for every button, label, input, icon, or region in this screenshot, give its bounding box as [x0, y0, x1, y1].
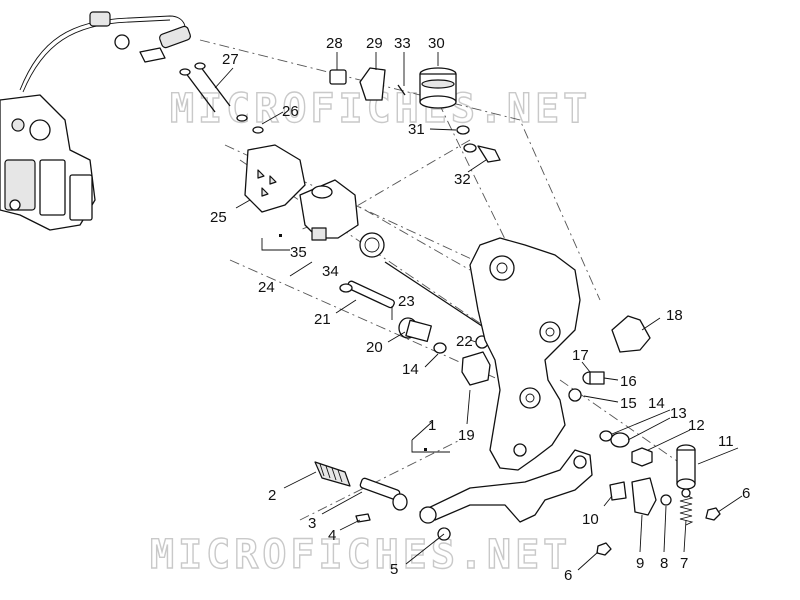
bushing-20 — [398, 317, 432, 343]
callout-16: 16 — [620, 373, 637, 390]
callout-6b: 6 — [564, 567, 572, 584]
push-rod — [384, 261, 489, 331]
washer-26 — [236, 114, 264, 134]
group-bracket-1 — [411, 440, 450, 453]
callout-labels: 1 2 3 4 5 6 6 7 8 9 10 11 12 13 14 14 15… — [210, 35, 750, 584]
callout-7: 7 — [680, 555, 688, 572]
watermark-bottom: MICROFICHES.NET — [150, 532, 571, 578]
bolt-15 — [568, 388, 582, 402]
callout-15: 15 — [620, 395, 637, 412]
mounting-bracket — [469, 237, 581, 471]
clip-5 — [437, 527, 451, 541]
screw-6a — [705, 507, 721, 521]
brake-pedal-1 — [419, 449, 593, 523]
callout-29: 29 — [366, 35, 383, 52]
callout-23: 23 — [398, 293, 415, 310]
bolt-27 — [179, 62, 231, 113]
callout-9: 9 — [636, 555, 644, 572]
callout-34: 34 — [322, 263, 339, 280]
spring-7 — [679, 494, 694, 526]
callout-4: 4 — [328, 527, 336, 544]
callout-33: 33 — [394, 35, 411, 52]
shield-cover-25 — [244, 144, 306, 213]
callout-2: 2 — [268, 487, 276, 504]
callout-10: 10 — [582, 511, 599, 528]
washer-14b — [599, 430, 613, 442]
nut-12 — [631, 447, 653, 467]
sleeve-11 — [676, 444, 696, 490]
clip-32 — [463, 143, 477, 153]
pedal-rubber-2 — [314, 461, 351, 487]
callout-30: 30 — [428, 35, 445, 52]
callout-11: 11 — [718, 433, 734, 450]
callout-24: 24 — [258, 279, 275, 296]
callout-32: 32 — [454, 171, 471, 188]
callout-18: 18 — [666, 307, 683, 324]
callout-1: 1 — [428, 417, 436, 434]
pedal-pin-3 — [359, 477, 408, 511]
callout-5: 5 — [390, 561, 398, 578]
callout-19: 19 — [458, 427, 475, 444]
master-cylinder-24 — [299, 179, 359, 241]
callout-28: 28 — [326, 35, 343, 52]
callout-13: 13 — [670, 405, 687, 422]
callout-27: 27 — [222, 51, 239, 68]
group-bracket-24 — [261, 238, 290, 251]
seal-ring-34 — [359, 232, 385, 258]
callout-14b: 14 — [648, 395, 665, 412]
callout-12: 12 — [688, 417, 705, 434]
callout-25: 25 — [210, 209, 227, 226]
leader-lines — [214, 52, 743, 571]
washer-14a — [433, 342, 447, 354]
callout-35: 35 — [290, 244, 307, 261]
callout-21: 21 — [314, 311, 331, 328]
callout-17: 17 — [572, 347, 589, 364]
screw-8 — [660, 494, 672, 506]
connector-10 — [609, 481, 627, 501]
bracket-18 — [611, 315, 651, 353]
callout-26: 26 — [282, 103, 299, 120]
clip-31 — [456, 125, 470, 135]
abs-unit — [0, 11, 191, 231]
washer-13 — [610, 432, 630, 448]
screw-6b — [596, 542, 612, 556]
reservoir-group — [329, 67, 457, 109]
callout-3: 3 — [308, 515, 316, 532]
callout-22: 22 — [456, 333, 473, 350]
callout-6a: 6 — [742, 485, 750, 502]
callout-14a: 14 — [402, 361, 419, 378]
spacer-19 — [461, 351, 491, 386]
switch-9 — [631, 477, 657, 516]
callout-8: 8 — [660, 555, 668, 572]
callout-20: 20 — [366, 339, 383, 356]
pin-21 — [339, 280, 395, 309]
callout-31: 31 — [408, 121, 425, 138]
